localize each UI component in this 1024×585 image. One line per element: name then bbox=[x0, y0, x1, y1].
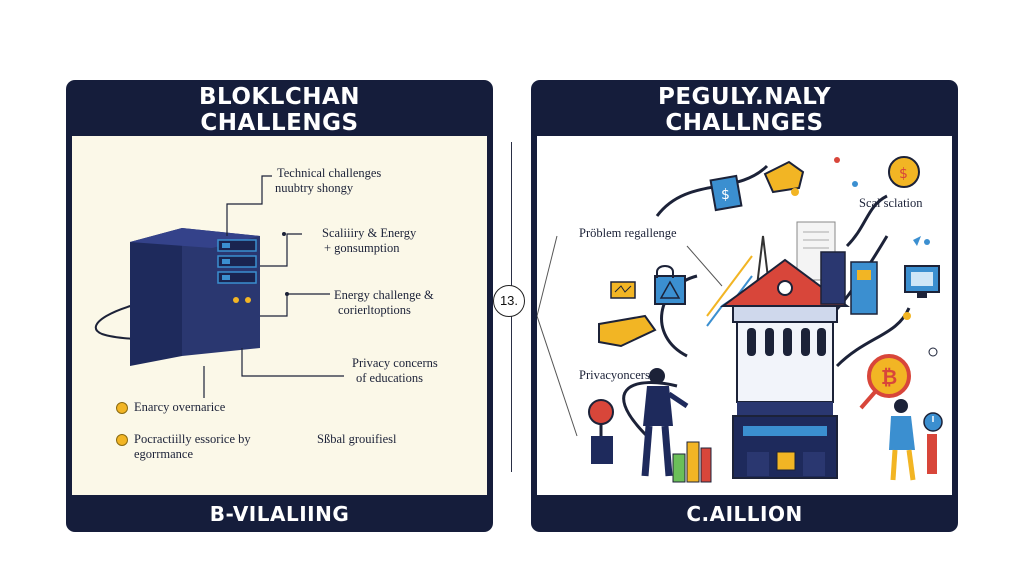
bank-building-icon bbox=[719, 258, 851, 479]
svg-text:₿: ₿ bbox=[881, 365, 897, 389]
left-title-line2: CHALLENGS bbox=[200, 110, 359, 136]
coin-icon: $ bbox=[888, 156, 920, 188]
right-panel-footer: C.AILLION bbox=[686, 502, 803, 526]
blockchain-challenges-panel: BLOKLCHAN CHALLENGS bbox=[66, 80, 493, 532]
connector-energy bbox=[260, 293, 330, 317]
pointing-hand-icon bbox=[598, 314, 657, 348]
step-number-badge: 13. bbox=[493, 285, 525, 317]
clock-icon bbox=[923, 412, 943, 474]
dollar-tag-icon: $ bbox=[709, 174, 743, 212]
label-privacy-2: of educations bbox=[356, 371, 423, 385]
right-panel-canvas: $ $ bbox=[537, 136, 952, 495]
label-pocractilly-1: Pocractiilly essorice by bbox=[134, 432, 251, 446]
label-scalability-1: Scaliiiry & Energy bbox=[322, 226, 417, 240]
bullet-dot-1 bbox=[116, 402, 128, 414]
label-pocractilly-2: egorrmance bbox=[134, 447, 193, 461]
lightbulb-icon bbox=[610, 281, 636, 299]
monitor-icon bbox=[904, 265, 940, 298]
person-icon bbox=[641, 368, 689, 477]
bitcoin-icon: ₿ bbox=[859, 354, 911, 410]
label-scal: Scal sclation bbox=[859, 196, 923, 210]
label-problem: Pröblem regallenge bbox=[579, 226, 677, 240]
label-technical-2: nuubtry shongy bbox=[275, 181, 354, 195]
label-technical-1: Technical challenges bbox=[277, 166, 382, 180]
svg-text:$: $ bbox=[899, 166, 908, 182]
connector-technical bbox=[226, 175, 272, 236]
label-sbal: Sßbal grouifiesl bbox=[317, 432, 397, 446]
label-scalability-2: + gonsumption bbox=[324, 241, 400, 255]
right-title-line2: CHALLNGES bbox=[665, 110, 824, 136]
blockchain-illustration bbox=[94, 175, 344, 398]
spotlight-icon bbox=[588, 399, 614, 464]
bullet-dot-2 bbox=[116, 434, 128, 446]
regulatory-challenges-panel: PEGULY.NALY CHALLNGES bbox=[531, 80, 958, 532]
svg-text:$: $ bbox=[721, 187, 730, 203]
label-privacy-1: Privacy concerns bbox=[352, 356, 438, 370]
server-icon bbox=[130, 228, 260, 366]
left-panel-canvas: Technical challenges nuubtry shongy Scal… bbox=[72, 136, 487, 495]
regulatory-illustration: $ $ bbox=[537, 156, 943, 483]
warning-sign-icon bbox=[654, 275, 686, 305]
left-panel-footer: B-VILALIING bbox=[209, 502, 350, 526]
right-panel-title: PEGULY.NALY CHALLNGES bbox=[531, 84, 958, 136]
padlock-icon bbox=[656, 265, 674, 278]
label-enarcy: Enarcy overnarice bbox=[134, 400, 226, 414]
connector-privacy bbox=[241, 348, 344, 377]
label-energy-1: Energy challenge & bbox=[334, 288, 434, 302]
left-title-line1: BLOKLCHAN bbox=[198, 84, 361, 110]
connector-scalability bbox=[260, 233, 302, 267]
hand-icon bbox=[763, 160, 805, 194]
label-privacy-right: Privacyoncers bbox=[579, 368, 650, 382]
right-title-line1: PEGULY.NALY bbox=[657, 84, 832, 110]
label-energy-2: corierltoptions bbox=[338, 303, 411, 317]
left-panel-title: BLOKLCHAN CHALLENGS bbox=[66, 84, 493, 136]
person-right-icon bbox=[889, 399, 916, 481]
